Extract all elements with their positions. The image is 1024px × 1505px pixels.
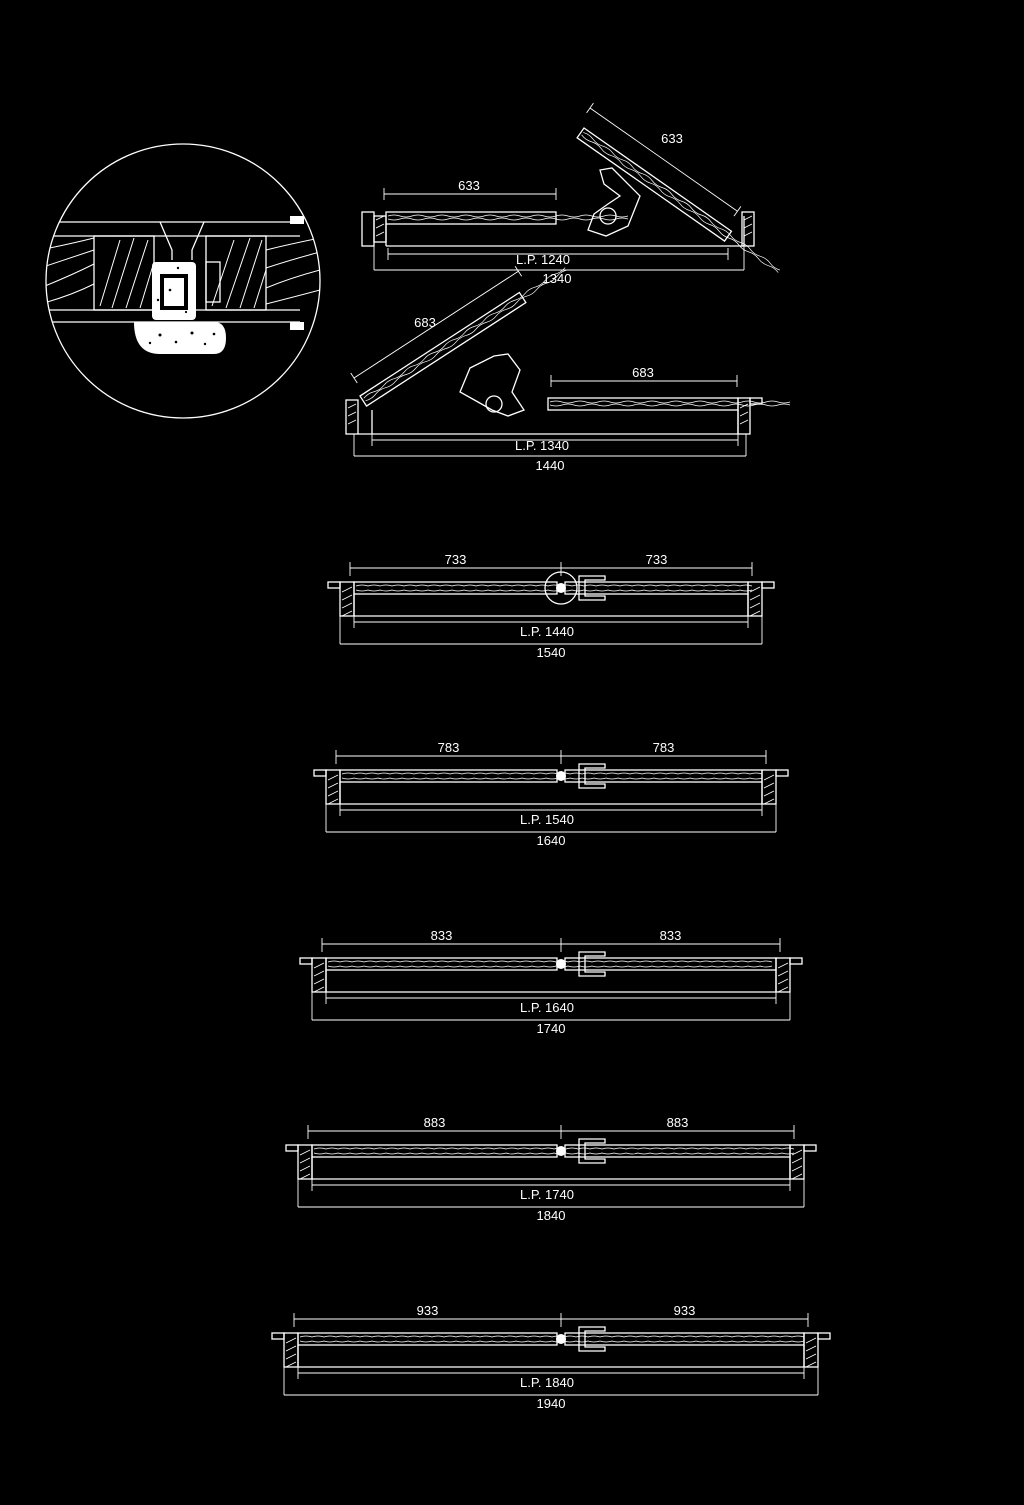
detail-circle xyxy=(45,143,321,419)
clear-opening-label: L.P. 1340 xyxy=(515,438,569,453)
panel-dim-left: 833 xyxy=(431,928,453,943)
door-panel-right xyxy=(564,769,763,783)
joint-seal xyxy=(556,583,566,593)
frame-left-lip xyxy=(271,1332,285,1340)
frame-left-lip xyxy=(299,957,313,965)
door-panel-left xyxy=(339,769,558,783)
joint-detail-magnified xyxy=(45,143,321,419)
frame-right-lip xyxy=(789,957,803,965)
door-panel-left xyxy=(311,1144,558,1158)
panel-dim-right: 783 xyxy=(653,740,675,755)
panel-dim-left: 783 xyxy=(438,740,460,755)
panel-catch xyxy=(578,1138,606,1164)
clear-opening-label: L.P. 1240 xyxy=(516,252,570,267)
detail-callout-circle xyxy=(544,571,578,605)
frame-right-jamb xyxy=(741,211,755,247)
door-panel-right-open xyxy=(576,127,781,274)
door-panel-right xyxy=(564,1144,791,1158)
panel-dim-left: 683 xyxy=(414,315,436,330)
frame-right-lip xyxy=(761,581,775,589)
panel-catch xyxy=(578,763,606,789)
panel-catch xyxy=(578,1326,606,1352)
overall-width-label: 1540 xyxy=(537,645,566,660)
diagram-lp-1340: 683 683 L.P. 1340 1440 xyxy=(345,265,791,473)
panel-dim-left: 733 xyxy=(445,552,467,567)
overall-width-label: 1440 xyxy=(536,458,565,473)
panel-catch xyxy=(578,951,606,977)
clear-opening-label: L.P. 1740 xyxy=(520,1187,574,1202)
clear-opening-label: L.P. 1540 xyxy=(520,812,574,827)
door-panel-left xyxy=(353,581,558,595)
panel-dim-left: 633 xyxy=(458,178,480,193)
frame-left-jamb xyxy=(361,211,387,247)
lifting-handle xyxy=(459,353,525,417)
panel-dim-right: 883 xyxy=(667,1115,689,1130)
overall-width-label: 1740 xyxy=(537,1021,566,1036)
joint-seal xyxy=(556,1146,566,1156)
panel-dim-right: 833 xyxy=(660,928,682,943)
panel-dim-right: 683 xyxy=(632,365,654,380)
frame-left-lip xyxy=(327,581,341,589)
door-panel-left-closed xyxy=(385,211,557,225)
clear-opening-label: L.P. 1640 xyxy=(520,1000,574,1015)
door-panel-left xyxy=(325,957,558,971)
joint-seal xyxy=(556,1334,566,1344)
door-panel-left xyxy=(297,1332,558,1346)
panel-catch xyxy=(578,575,606,601)
frame-right-lip xyxy=(775,769,789,777)
seal-strip xyxy=(134,322,226,354)
panel-dim-right: 933 xyxy=(674,1303,696,1318)
detail-content xyxy=(46,216,320,354)
door-panel-right xyxy=(564,957,777,971)
panel-dim-left: 883 xyxy=(424,1115,446,1130)
diagram-lp-1240: 633 633 xyxy=(361,102,781,286)
overall-width-label: 1940 xyxy=(537,1396,566,1411)
clear-opening-label: L.P. 1440 xyxy=(520,624,574,639)
joint-seal xyxy=(556,771,566,781)
frame-left-lip xyxy=(313,769,327,777)
clear-opening-label: L.P. 1840 xyxy=(520,1375,574,1390)
overall-width-label: 1840 xyxy=(537,1208,566,1223)
overall-width-label: 1640 xyxy=(537,833,566,848)
frame-right-lip xyxy=(817,1332,831,1340)
frame-right-jamb xyxy=(737,397,763,435)
frame-left-jamb xyxy=(345,399,359,435)
joint-seal xyxy=(556,959,566,969)
panel-dim-right: 733 xyxy=(646,552,668,567)
panel-dim-right: 633 xyxy=(661,131,683,146)
door-panel-right xyxy=(564,581,749,595)
frame-left-lip xyxy=(285,1144,299,1152)
door-panel-right xyxy=(564,1332,805,1346)
lifting-handle xyxy=(587,167,641,237)
panel-dim-left: 933 xyxy=(417,1303,439,1318)
door-panel-left-open xyxy=(359,266,568,407)
frame-right-lip xyxy=(803,1144,817,1152)
